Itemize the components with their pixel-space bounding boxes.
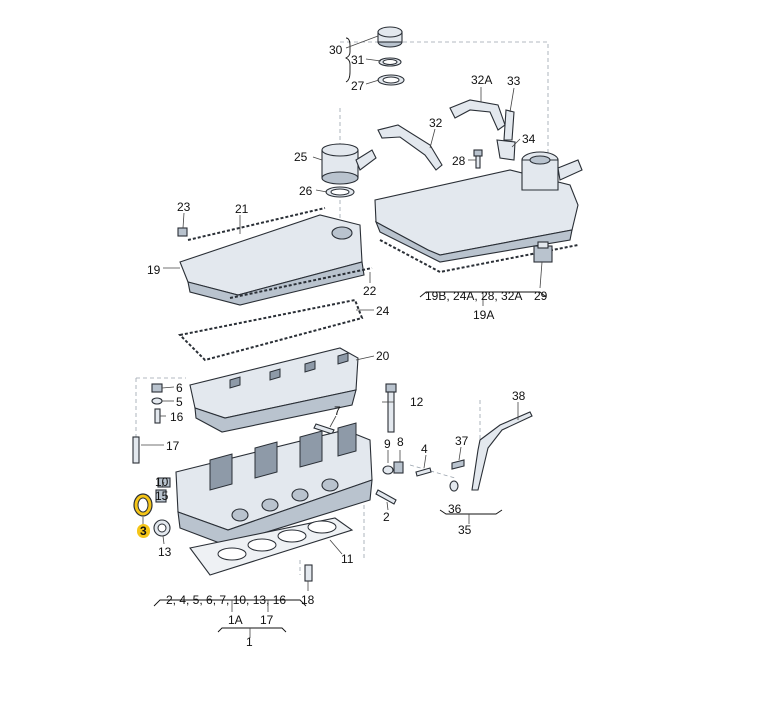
label-24: 24 — [376, 304, 390, 318]
seal-ring-31 — [378, 57, 402, 67]
bolt-37 — [451, 459, 465, 470]
stud-17 — [132, 436, 140, 464]
label-8: 8 — [397, 435, 404, 449]
label-29: 29 — [534, 289, 548, 303]
label-group-1A: 2, 4, 5, 6, 7, 10, 13, 16 — [166, 593, 287, 607]
label-34: 34 — [522, 132, 536, 146]
washer-5 — [151, 397, 163, 405]
label-5: 5 — [176, 395, 183, 409]
bracket-34 — [496, 139, 516, 161]
label-19A: 19A — [473, 308, 495, 322]
pin-2 — [375, 489, 397, 505]
camshaft-housing-20 — [189, 347, 359, 433]
label-12: 12 — [410, 395, 424, 409]
label-32A: 32A — [471, 73, 493, 87]
leader-lines — [141, 35, 547, 638]
label-28: 28 — [452, 154, 466, 168]
label-26: 26 — [299, 184, 313, 198]
label-16: 16 — [170, 410, 184, 424]
pressure-regulator-29 — [533, 241, 553, 263]
label-10: 10 — [155, 475, 169, 489]
cylinder-head-1A — [175, 422, 373, 546]
label-25: 25 — [294, 150, 308, 164]
label-17-group: 17 — [260, 613, 274, 627]
crankcase-breather-25 — [321, 143, 377, 185]
label-group-19A: 19B, 24A, 28, 32A — [425, 289, 523, 303]
seal-23 — [177, 227, 188, 237]
nut-6 — [151, 383, 163, 393]
label-1: 1 — [246, 635, 253, 649]
seal-13 — [153, 519, 171, 537]
sensor-18 — [304, 564, 313, 582]
bracket-33 — [503, 109, 515, 141]
label-2: 2 — [383, 510, 390, 524]
bracket-32 — [377, 124, 443, 171]
label-15: 15 — [155, 489, 169, 503]
label-38: 38 — [512, 389, 526, 403]
stud-16 — [154, 408, 161, 424]
label-11: 11 — [341, 552, 354, 566]
label-35: 35 — [458, 523, 472, 537]
seal-3 — [133, 493, 153, 517]
label-6: 6 — [176, 381, 183, 395]
label-20: 20 — [376, 349, 390, 363]
label-23: 23 — [177, 200, 191, 214]
label-36: 36 — [448, 502, 462, 516]
label-37: 37 — [455, 434, 469, 448]
seal-ring-27 — [377, 74, 405, 86]
label-3-highlighted: 3 — [137, 524, 150, 538]
label-17: 17 — [166, 439, 180, 453]
label-27: 27 — [351, 79, 365, 93]
bolt-28 — [473, 149, 483, 169]
gasket-19B — [379, 239, 579, 274]
gasket-24 — [177, 298, 364, 362]
label-18: 18 — [301, 593, 315, 607]
label-32: 32 — [429, 116, 443, 130]
bracket-32A — [449, 99, 506, 131]
seal-9 — [382, 465, 394, 475]
seal-36 — [449, 480, 459, 492]
label-13: 13 — [158, 545, 172, 559]
label-1A: 1A — [228, 613, 243, 627]
bolt-12 — [385, 383, 397, 433]
plug-8 — [393, 461, 404, 474]
label-9: 9 — [384, 437, 391, 451]
label-33: 33 — [507, 74, 521, 88]
label-19: 19 — [147, 263, 161, 277]
label-4: 4 — [421, 442, 428, 456]
label-22: 22 — [363, 284, 377, 298]
label-31: 31 — [351, 53, 365, 67]
pin-4 — [415, 467, 432, 477]
dipstick-tube-38 — [471, 411, 533, 491]
valve-cover-19 — [179, 214, 365, 306]
head-gasket-11 — [189, 517, 354, 576]
label-30: 30 — [329, 43, 343, 57]
label-7: 7 — [334, 404, 341, 418]
gasket-21 — [187, 207, 326, 241]
label-21: 21 — [235, 202, 249, 216]
oil-filler-cap-30 — [377, 26, 403, 48]
valve-cover-19A — [374, 151, 583, 263]
seal-26 — [325, 186, 355, 198]
gasket-22 — [229, 267, 373, 299]
